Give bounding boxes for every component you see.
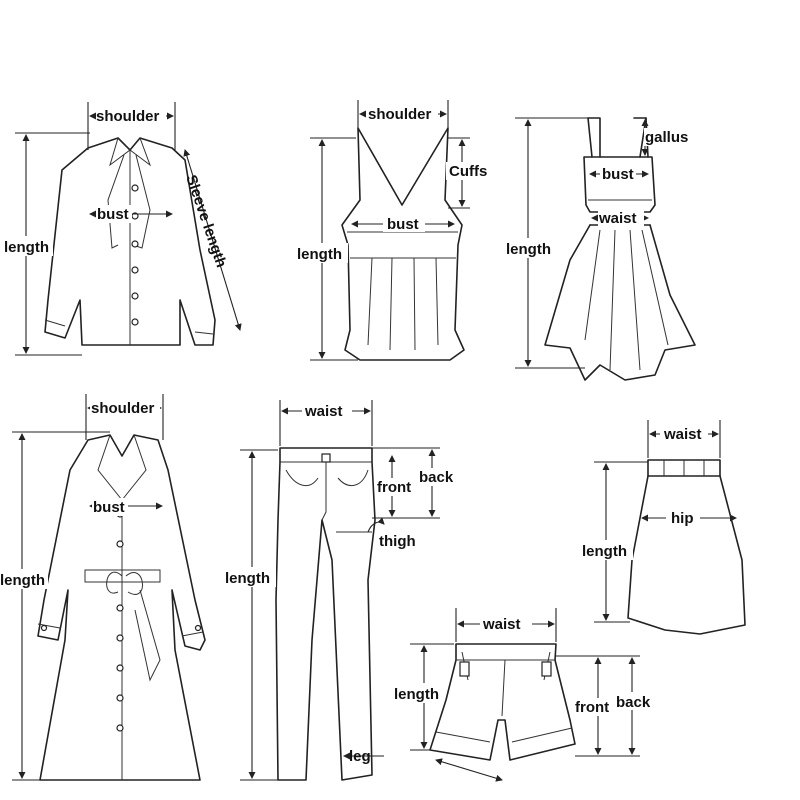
pants-length-label: length <box>225 570 270 587</box>
pants-thigh-label: thigh <box>379 533 416 550</box>
shirt-drawing <box>44 137 216 346</box>
coat-shoulder-label: shoulder <box>91 400 155 417</box>
pants-drawing <box>275 447 376 781</box>
pants-leg-label: leg <box>349 748 371 765</box>
vest-length-label: length <box>297 246 342 263</box>
shirt-bust-label: bust <box>97 206 129 223</box>
dress-drawing <box>544 117 696 381</box>
shorts-front-label: front <box>575 699 609 716</box>
coat-dimensions <box>0 394 164 781</box>
coat-bust-label: bust <box>93 499 125 516</box>
shorts-back-label: back <box>616 694 651 711</box>
dress-length-label: length <box>506 241 551 258</box>
shirt-shoulder-label: shoulder <box>96 108 160 125</box>
coat-length-label: length <box>0 572 45 589</box>
shirt-sleeve-label: Sleeve length <box>182 173 230 270</box>
dress-bust-label: bust <box>602 166 634 183</box>
dress-waist-label: waist <box>598 210 637 227</box>
pants-waist-label: waist <box>304 403 343 420</box>
vest-shoulder-label: shoulder <box>368 106 432 123</box>
vest-dimensions <box>296 100 492 361</box>
skirt-hip-label: hip <box>671 510 694 527</box>
pants-front-label: front <box>377 479 411 496</box>
shorts-drawing <box>429 643 576 761</box>
vest-drawing <box>341 127 465 361</box>
shorts-dimensions <box>392 608 656 782</box>
shorts-length-label: length <box>394 686 439 703</box>
vest-bust-label: bust <box>387 216 419 233</box>
shirt-dimensions <box>3 102 242 356</box>
skirt-length-label: length <box>582 543 627 560</box>
vest-cuffs-label: Cuffs <box>449 163 487 180</box>
skirt-drawing <box>627 459 746 635</box>
skirt-dimensions <box>581 420 737 623</box>
shirt-length-label: length <box>4 239 49 256</box>
pants-back-label: back <box>419 469 454 486</box>
dress-dimensions <box>505 117 694 369</box>
dress-gallus-label: gallus <box>645 129 688 146</box>
pants-dimensions <box>224 400 458 781</box>
coat-drawing <box>37 434 206 781</box>
shorts-waist-label: waist <box>482 616 521 633</box>
skirt-waist-label: waist <box>663 426 702 443</box>
